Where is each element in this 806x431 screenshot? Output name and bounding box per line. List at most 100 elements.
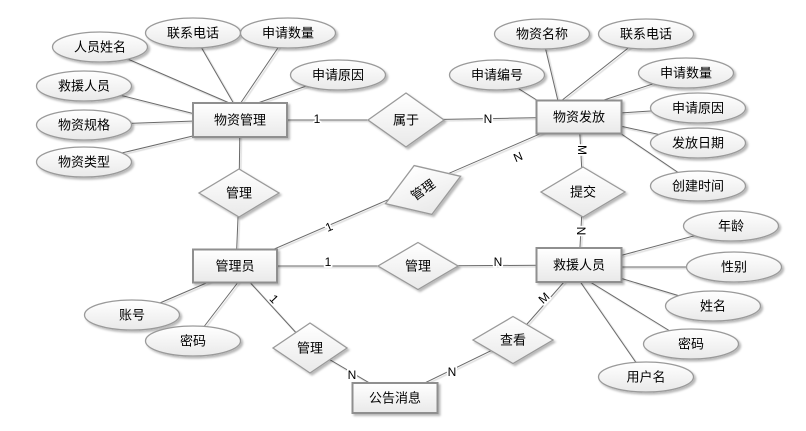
node-label: 查看 (500, 333, 526, 348)
node-label: 物资名称 (516, 27, 568, 42)
attribute-ellipse-shape (649, 170, 747, 202)
attribute-gender: 性别 (685, 251, 783, 283)
attribute-distribution-date: 发放日期 (649, 127, 747, 159)
attribute-ellipse-shape (51, 31, 149, 63)
relationship-manage-bottom: 管理 (271, 322, 349, 374)
entity-material-management: 物资管理 (192, 102, 288, 138)
attribute-ellipse-shape (448, 59, 546, 91)
node-label: 管理 (297, 341, 323, 356)
attribute-material-spec: 物资规格 (35, 109, 133, 141)
relationship-manage-middle: 管理 (376, 241, 460, 291)
node-label: 管理 (405, 259, 431, 274)
attribute-ellipse-shape (35, 109, 133, 141)
cardinality-label: N (348, 368, 357, 382)
attribute-ellipse-shape (597, 18, 695, 50)
cardinality-label: N (448, 365, 457, 379)
cardinality-label: M (536, 289, 553, 306)
cardinality-label: 1 (325, 255, 332, 269)
node-label: 密码 (180, 334, 206, 349)
attribute-apply-quantity-1: 申请数量 (239, 17, 337, 49)
cardinality-label: 1 (267, 292, 282, 307)
node-label: 申请数量 (262, 26, 314, 41)
node-label: 管理员 (215, 259, 254, 274)
attribute-ellipse-shape (239, 17, 337, 49)
node-label: 申请原因 (672, 101, 724, 116)
entity-admin: 管理员 (192, 248, 278, 284)
node-label: 发放日期 (672, 136, 724, 151)
attribute-apply-quantity-2: 申请数量 (637, 57, 735, 89)
relationship-diamond-shape (271, 322, 349, 374)
cardinality-label: N (494, 255, 503, 269)
attribute-apply-reason-1: 申请原因 (289, 59, 387, 91)
entity-shape (192, 248, 278, 284)
attribute-ellipse-shape (35, 146, 133, 178)
node-label: 姓名 (700, 299, 726, 314)
node-label: 申请数量 (660, 66, 712, 81)
attribute-contact-phone-2: 联系电话 (597, 18, 695, 50)
relationship-diamond-shape (366, 92, 446, 148)
node-label: 创建时间 (672, 179, 724, 194)
relationship-diamond-shape (471, 315, 555, 365)
node-label: 公告消息 (369, 391, 421, 406)
attribute-material-name: 物资名称 (493, 18, 591, 50)
entity-material-distribution: 物资发放 (535, 99, 623, 135)
entity-announcement: 公告消息 (351, 382, 439, 414)
attribute-ellipse-shape (649, 92, 747, 124)
node-label: 用户名 (626, 370, 665, 385)
node-label: 账号 (119, 308, 145, 323)
attribute-age: 年龄 (682, 210, 780, 242)
cardinality-label: M (575, 145, 589, 155)
cardinality-label: N (484, 112, 493, 126)
attribute-rescue-person-attr: 救援人员 (35, 70, 133, 102)
node-label: 提交 (570, 185, 596, 200)
relationship-diamond-shape (384, 164, 462, 216)
connector-line (578, 279, 647, 378)
attribute-password-1: 密码 (144, 325, 242, 357)
relationship-diamond-shape (376, 241, 460, 291)
relationship-belong: 属于 (366, 92, 446, 148)
node-label: 物资类型 (58, 155, 110, 170)
node-label: 性别 (721, 260, 747, 275)
relationship-submit: 提交 (539, 166, 627, 218)
attribute-ellipse-shape (682, 210, 780, 242)
node-label: 申请原因 (312, 68, 364, 83)
node-label: 管理 (226, 186, 252, 201)
cardinality-label: N (511, 149, 524, 165)
attribute-contact-phone-1: 联系电话 (144, 17, 242, 49)
cardinality-label: N (574, 227, 588, 236)
entity-shape (535, 99, 623, 135)
entity-shape (535, 247, 623, 283)
node-label: 年龄 (718, 219, 744, 234)
entity-rescue-worker: 救援人员 (535, 247, 623, 283)
attribute-ellipse-shape (289, 59, 387, 91)
node-label: 联系电话 (620, 27, 672, 42)
node-label: 救援人员 (553, 258, 605, 273)
relationship-diamond-shape (197, 168, 281, 218)
attribute-ellipse-shape (637, 57, 735, 89)
attribute-ellipse-shape (685, 251, 783, 283)
relationship-manage-top: 管理 (197, 168, 281, 218)
node-label: 人员姓名 (74, 40, 126, 55)
relationship-diamond-shape (539, 166, 627, 218)
cardinality-label: 1 (323, 219, 335, 235)
attribute-ellipse-shape (642, 328, 740, 360)
nodes-layer: 物资管理物资发放管理员救援人员公告消息属于管理管理提交管理管理查看人员姓名联系电… (35, 17, 783, 414)
attribute-apply-reason-2: 申请原因 (649, 92, 747, 124)
cardinality-label: 1 (314, 112, 321, 126)
attribute-ellipse-shape (35, 70, 133, 102)
attribute-ellipse-shape (144, 325, 242, 357)
node-label: 属于 (393, 113, 419, 128)
node-label: 物资管理 (214, 113, 266, 128)
attribute-account: 账号 (83, 299, 181, 331)
node-label: 物资规格 (58, 118, 110, 133)
attribute-ellipse-shape (597, 361, 695, 393)
node-label: 救援人员 (58, 79, 110, 94)
attribute-ellipse-shape (664, 290, 762, 322)
attribute-name: 姓名 (664, 290, 762, 322)
attribute-ellipse-shape (83, 299, 181, 331)
relationship-manage-diagonal: 管理 (384, 164, 462, 216)
attribute-username: 用户名 (597, 361, 695, 393)
